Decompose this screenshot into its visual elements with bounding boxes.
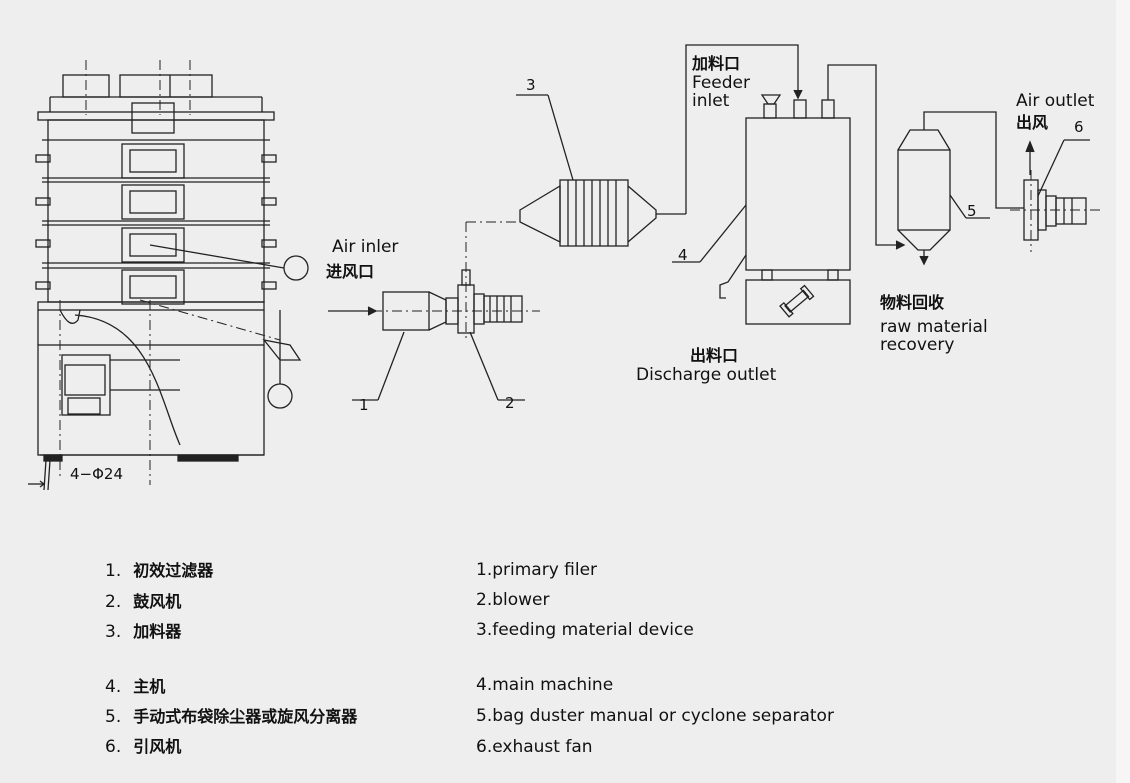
discharge-label-en: Discharge outlet [636,365,777,385]
feeder-label-cn: 加料口 [692,54,741,73]
callout-5: 5 [967,202,977,220]
centerlines-fan [1010,170,1100,252]
air-inlet-label-cn: 进风口 [326,262,375,281]
callout-3: 3 [526,76,536,94]
air-inlet-label-en: Air inler [332,237,399,257]
dimension-label: 4−Φ24 [70,465,124,483]
legend-cn-item: 2.鼓风机 [105,592,182,612]
primary-filter [352,291,447,401]
callout-1: 1 [359,396,369,414]
air-outlet-label-en: Air outlet [1016,91,1095,111]
main-machine-front-view [28,74,309,491]
feeder-label-en-1: Feeder [692,73,751,93]
main-machine-side-view [672,94,851,325]
legend-cn-item: 4.主机 [105,677,166,697]
blower [445,269,525,401]
legend-en-item: 2.blower [476,590,550,610]
legend-en-item: 1.primary filer [476,560,598,580]
legend-cn-item: 3.加料器 [105,622,182,642]
legend-en-item: 3.feeding material device [476,620,694,640]
legend-en-item: 6.exhaust fan [476,737,593,757]
left-machine-centerlines [59,60,281,485]
legend-cn-item: 1.初效过滤器 [105,561,214,581]
callout-6: 6 [1074,118,1084,136]
right-edge-strip [1116,0,1130,783]
discharge-label-cn: 出料口 [690,346,739,365]
callout-2: 2 [505,394,515,412]
exhaust-fan [1023,139,1090,241]
material-recovery-label-en-1: raw material [880,317,988,337]
air-outlet-label-cn: 出风 [1016,113,1049,132]
legend-cn-item: 6.引风机 [105,737,182,757]
legend-en-item: 4.main machine [476,675,614,695]
centerlines-1-2 [372,221,540,340]
feeder-label-en-2: inlet [692,91,730,111]
legend-cn-item: 5.手动式布袋除尘器或旋风分离器 [105,707,358,727]
cyclone-separator [897,129,990,266]
feeding-device [516,94,686,247]
material-recovery-label-en-2: recovery [880,335,955,355]
callout-4: 4 [678,246,688,264]
legend-en-item: 5.bag duster manual or cyclone separator [476,706,834,726]
material-recovery-label-cn: 物料回收 [880,293,945,312]
